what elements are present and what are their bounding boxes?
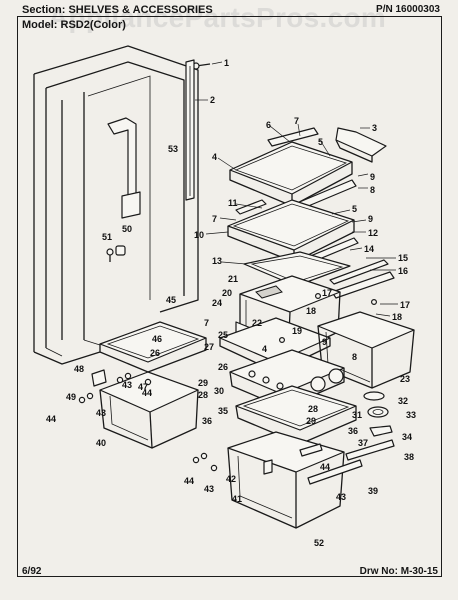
- callout-7: 7: [294, 116, 299, 126]
- callout-44: 44: [46, 414, 56, 424]
- callout-26: 26: [150, 348, 160, 358]
- callout-20: 20: [222, 288, 232, 298]
- callout-40: 40: [96, 438, 106, 448]
- callout-1: 1: [224, 58, 229, 68]
- callout-28: 28: [198, 390, 208, 400]
- callout-22: 22: [252, 318, 262, 328]
- callout-14: 14: [364, 244, 374, 254]
- callout-9: 9: [370, 172, 375, 182]
- callout-5: 5: [352, 204, 357, 214]
- callout-43: 43: [336, 492, 346, 502]
- part-13-frame: [243, 251, 351, 287]
- callout-18: 18: [306, 306, 316, 316]
- callout-41: 41: [232, 494, 242, 504]
- left-hardware: [78, 293, 378, 472]
- callout-38: 38: [404, 452, 414, 462]
- section-title: Section: SHELVES & ACCESSORIES: [22, 4, 213, 16]
- callout-44: 44: [184, 476, 194, 486]
- callout-28: 28: [308, 404, 318, 414]
- callout-36: 36: [202, 416, 212, 426]
- model-number: Model: RSD2(Color): [22, 19, 126, 31]
- callout-42: 42: [226, 474, 236, 484]
- callout-6: 6: [266, 120, 271, 130]
- callout-50: 50: [122, 224, 132, 234]
- upper-glass-shelf: [229, 127, 357, 213]
- callout-27: 27: [204, 342, 214, 352]
- callout-7: 7: [204, 318, 209, 328]
- callout-48: 48: [74, 364, 84, 374]
- revision-date: 6/92: [22, 566, 42, 577]
- callout-7: 7: [212, 214, 217, 224]
- callout-13: 13: [212, 256, 222, 266]
- callout-33: 33: [406, 410, 416, 420]
- part-15-16-rails: [329, 259, 395, 299]
- vegetable-drawer-52: [227, 431, 345, 529]
- callout-43: 43: [122, 380, 132, 390]
- part-3-bracket: [335, 127, 387, 163]
- callout-8: 8: [352, 352, 357, 362]
- callout-23: 23: [400, 374, 410, 384]
- callout-21: 21: [228, 274, 238, 284]
- callout-37: 37: [358, 438, 368, 448]
- part-51-50-hardware: [106, 245, 126, 262]
- callout-43: 43: [96, 408, 106, 418]
- callout-26: 26: [218, 362, 228, 372]
- callout-9: 9: [368, 214, 373, 224]
- drawing-number: Drw No: M-30-15: [359, 566, 438, 577]
- callout-15: 15: [398, 253, 408, 263]
- callout-36: 36: [348, 426, 358, 436]
- callout-18: 18: [392, 312, 402, 322]
- diagram-frame: [17, 16, 442, 577]
- callout-31: 31: [352, 410, 362, 420]
- callout-32: 32: [398, 396, 408, 406]
- callout-5: 5: [318, 137, 323, 147]
- control-panel-assembly: [229, 349, 345, 409]
- callout-53: 53: [168, 144, 178, 154]
- watermark: AppliancePartsPros.com: [48, 2, 387, 33]
- callout-45: 45: [166, 295, 176, 305]
- callout-52: 52: [314, 538, 324, 548]
- callout-30: 30: [214, 386, 224, 396]
- callout-10: 10: [194, 230, 204, 240]
- callout-9: 9: [322, 337, 327, 347]
- parts-32-33-34: [363, 391, 393, 437]
- callout-11: 11: [228, 198, 238, 208]
- callout-2: 2: [210, 95, 215, 105]
- callout-17: 17: [322, 288, 332, 298]
- callout-25: 25: [218, 330, 228, 340]
- callout-16: 16: [398, 266, 408, 276]
- callout-29: 29: [306, 416, 316, 426]
- part-1-screw: [192, 62, 211, 70]
- callout-49: 49: [66, 392, 76, 402]
- callout-29: 29: [198, 378, 208, 388]
- part-2-strip: [185, 59, 195, 201]
- part-number: P/N 16000303: [376, 4, 440, 15]
- callout-4: 4: [212, 152, 217, 162]
- callout-4: 4: [262, 344, 267, 354]
- callout-24: 24: [212, 298, 222, 308]
- part-53-rail: [107, 117, 141, 219]
- cabinet-outline: [33, 45, 199, 365]
- callout-47: 47: [138, 382, 148, 392]
- callout-44: 44: [142, 388, 152, 398]
- part-38-39-slides: [307, 439, 395, 485]
- callout-35: 35: [218, 406, 228, 416]
- callout-51: 51: [102, 232, 112, 242]
- callout-34: 34: [402, 432, 412, 442]
- callout-19: 19: [292, 326, 302, 336]
- callout-8: 8: [370, 185, 375, 195]
- callout-3: 3: [372, 123, 377, 133]
- left-crisper-40: [91, 321, 207, 449]
- callout-39: 39: [368, 486, 378, 496]
- callout-44: 44: [320, 462, 330, 472]
- leader-lines: [195, 61, 398, 317]
- callout-46: 46: [152, 334, 162, 344]
- callout-12: 12: [368, 228, 378, 238]
- callout-43: 43: [204, 484, 214, 494]
- crisper-23: [317, 311, 415, 389]
- callout-17: 17: [400, 300, 410, 310]
